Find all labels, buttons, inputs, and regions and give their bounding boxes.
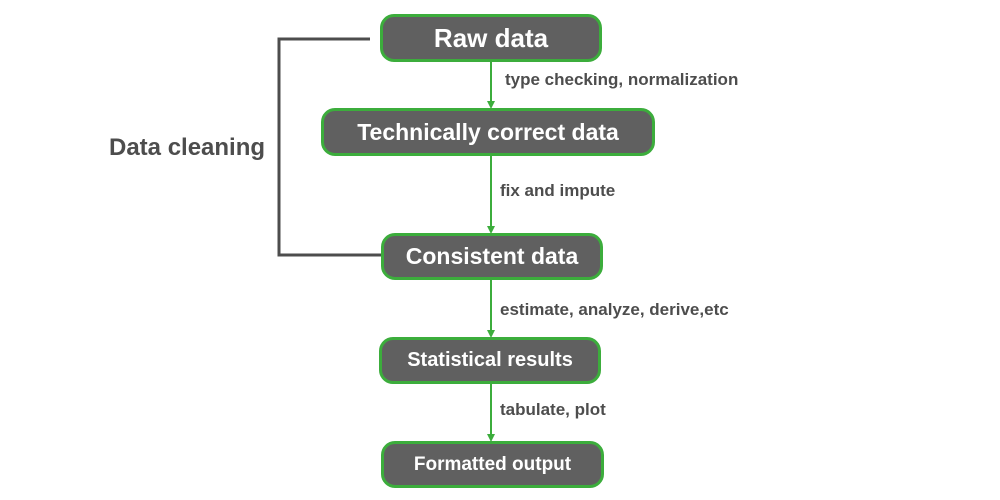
- edge-label-fix-and-impute: fix and impute: [500, 181, 616, 200]
- node-statistical-results: Statistical results: [379, 337, 601, 384]
- data-cleaning-label: Data cleaning: [109, 134, 266, 161]
- data-cleaning-bracket: [277, 37, 381, 257]
- node-technically-correct-data: Technically correct data: [321, 108, 655, 156]
- edge-label-estimate-analyze: estimate, analyze, derive,etc: [500, 300, 729, 319]
- edge-label-type-checking: type checking, normalization: [505, 70, 739, 89]
- node-statistical-results-label: Statistical results: [407, 349, 573, 371]
- node-raw-data-label: Raw data: [433, 22, 549, 53]
- node-raw-data: Raw data: [380, 14, 602, 62]
- node-consistent-data: Consistent data: [381, 233, 603, 280]
- node-formatted-output: Formatted output: [381, 441, 604, 488]
- edge-label-tabulate-plot: tabulate, plot: [500, 400, 606, 419]
- node-consistent-data-label: Consistent data: [405, 243, 579, 269]
- node-technically-correct-data-label: Technically correct data: [357, 118, 619, 145]
- node-formatted-output-label: Formatted output: [413, 453, 572, 475]
